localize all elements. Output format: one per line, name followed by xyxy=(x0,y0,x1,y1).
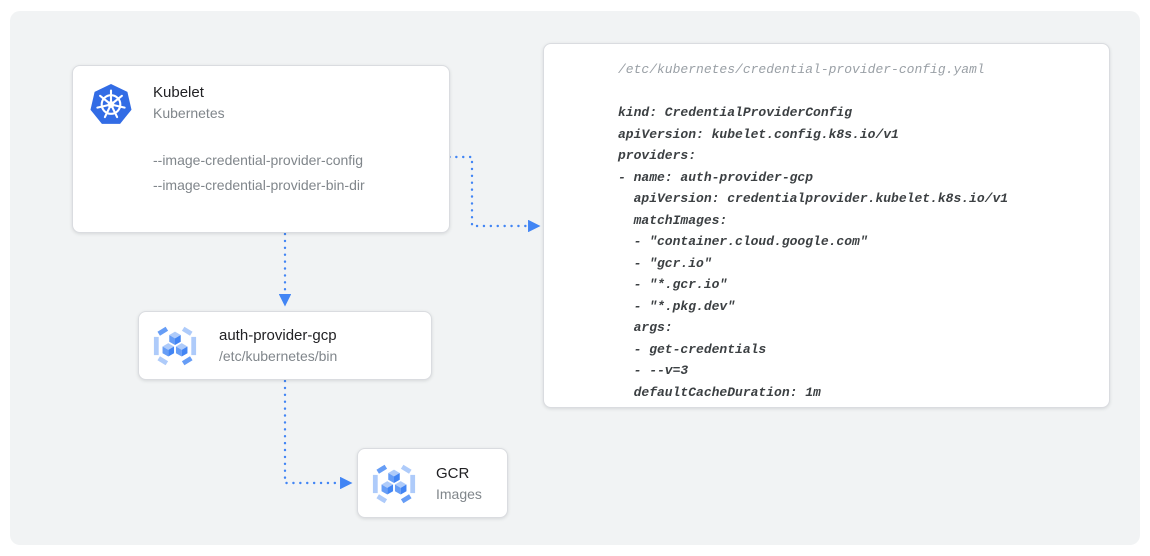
kubernetes-icon xyxy=(89,83,133,127)
cube-bottom-right xyxy=(394,481,407,495)
yaml-config-panel: /etc/kubernetes/credential-provider-conf… xyxy=(543,43,1110,408)
arrow-auth-to-gcr xyxy=(283,379,353,490)
kubelet-flags: --image-credential-provider-config --imag… xyxy=(153,148,365,198)
yaml-code-line: - get-credentials xyxy=(618,341,767,357)
cube-bottom-left xyxy=(381,481,394,495)
yaml-code-line: defaultCacheDuration: 1m xyxy=(618,384,821,400)
yaml-code-line: - "gcr.io" xyxy=(618,255,712,271)
yaml-code-line: - "container.cloud.google.com" xyxy=(618,234,868,249)
kubelet-flag: --image-credential-provider-bin-dir xyxy=(153,177,365,193)
auth-provider-title: auth-provider-gcp xyxy=(219,327,337,344)
yaml-filename: /etc/kubernetes/credential-provider-conf… xyxy=(618,62,985,77)
kubelet-title: Kubelet xyxy=(153,84,204,101)
yaml-code-line: kind: CredentialProviderConfig xyxy=(618,105,853,120)
yaml-code-line: - "*.gcr.io" xyxy=(618,277,728,292)
container-registry-icon xyxy=(371,461,417,507)
kubelet-flag: --image-credential-provider-config xyxy=(153,152,364,168)
yaml-code-line: apiVersion: kubelet.config.k8s.io/v1 xyxy=(618,126,899,142)
container-registry-icon xyxy=(152,323,198,369)
cube-bottom-left xyxy=(162,343,175,357)
yaml-code-line: providers: xyxy=(618,148,697,163)
yaml-code-line: apiVersion: credentialprovider.kubelet.k… xyxy=(618,191,1009,206)
yaml-code-line: matchImages: xyxy=(618,212,728,228)
yaml-code-line: args: xyxy=(618,320,673,335)
node-auth-provider-gcp: auth-provider-gcp /etc/kubernetes/bin xyxy=(138,311,432,380)
yaml-code-line: - name: auth-provider-gcp xyxy=(618,169,814,185)
gcr-title: GCR xyxy=(436,465,470,482)
auth-provider-subtitle: /etc/kubernetes/bin xyxy=(219,348,338,364)
kubelet-subtitle: Kubernetes xyxy=(153,105,225,121)
cube-bottom-right xyxy=(175,343,188,357)
cube-top xyxy=(388,469,400,484)
yaml-code-line: - "*.pkg.dev" xyxy=(618,298,736,314)
node-kubelet: Kubelet Kubernetes --image-credential-pr… xyxy=(72,65,450,233)
yaml-code-block: kind: CredentialProviderConfig apiVersion… xyxy=(618,102,1095,403)
yaml-code-line: - --v=3 xyxy=(618,363,689,378)
diagram-canvas: Kubelet Kubernetes --image-credential-pr… xyxy=(10,11,1140,545)
gcr-subtitle: Images xyxy=(436,486,482,502)
node-gcr: GCR Images xyxy=(357,448,508,518)
cube-top xyxy=(169,331,181,346)
